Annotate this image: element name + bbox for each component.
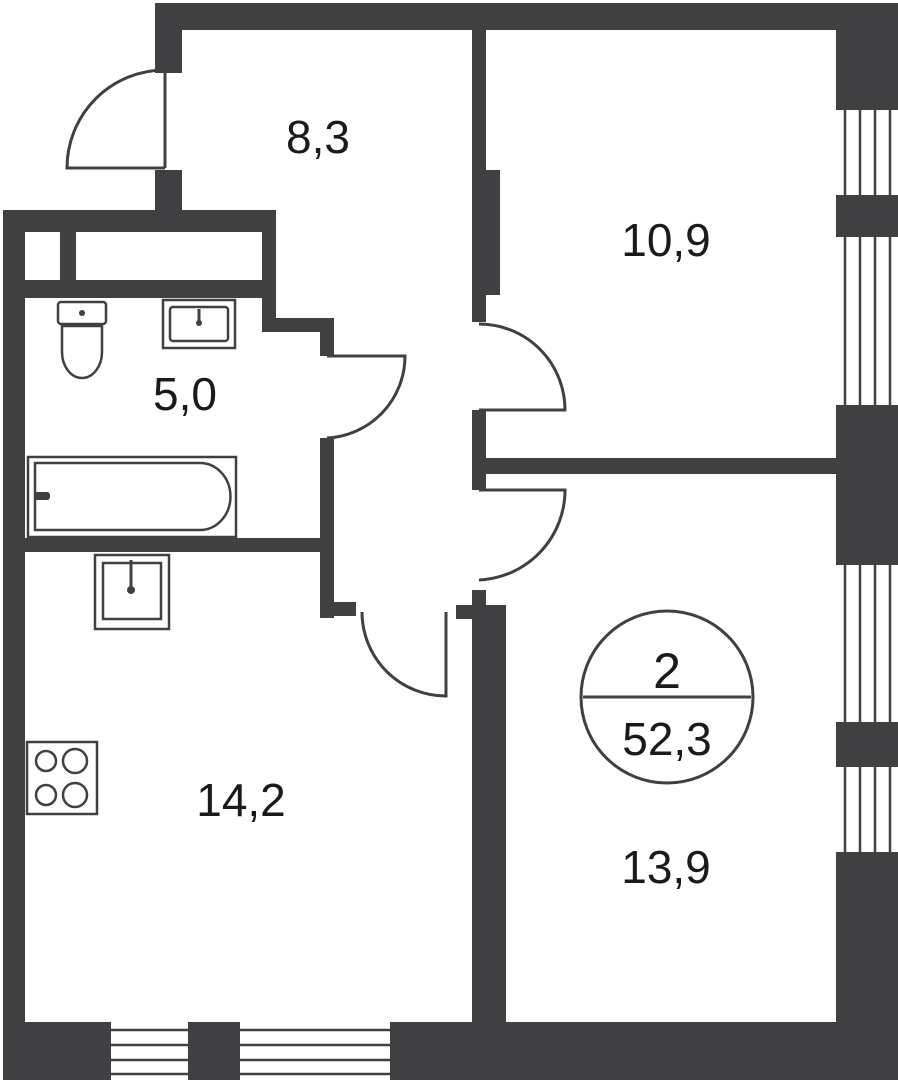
window-bedroom-bottom xyxy=(836,237,898,405)
summary-badge: 2 52,3 xyxy=(579,609,755,785)
bathroom-door xyxy=(326,354,407,440)
bedroom-door xyxy=(478,322,567,412)
window-room-top xyxy=(836,565,898,722)
kitchen-area-label: 14,2 xyxy=(196,774,286,826)
rooms-count: 2 xyxy=(653,643,681,699)
walls xyxy=(3,3,898,1080)
hallway-area-label: 8,3 xyxy=(286,111,350,163)
window-room-bottom xyxy=(836,767,898,852)
room-area-label: 13,9 xyxy=(621,841,711,893)
toilet-icon xyxy=(56,300,108,380)
bathtub-icon xyxy=(26,455,238,539)
stove-icon xyxy=(25,740,99,816)
window-kitchen-right xyxy=(240,1022,390,1080)
bathroom-area-label: 5,0 xyxy=(153,368,217,420)
bedroom-area-label: 10,9 xyxy=(621,214,711,266)
windows xyxy=(111,110,898,1080)
bathroom-sink-icon xyxy=(161,298,237,350)
kitchen-sink-icon xyxy=(93,553,171,631)
entrance-door xyxy=(65,68,167,170)
doors xyxy=(65,68,567,698)
window-bedroom-top xyxy=(836,110,898,195)
window-kitchen-left xyxy=(111,1022,188,1080)
kitchen-door xyxy=(360,611,448,698)
room-door xyxy=(478,488,567,582)
total-area: 52,3 xyxy=(622,713,712,765)
